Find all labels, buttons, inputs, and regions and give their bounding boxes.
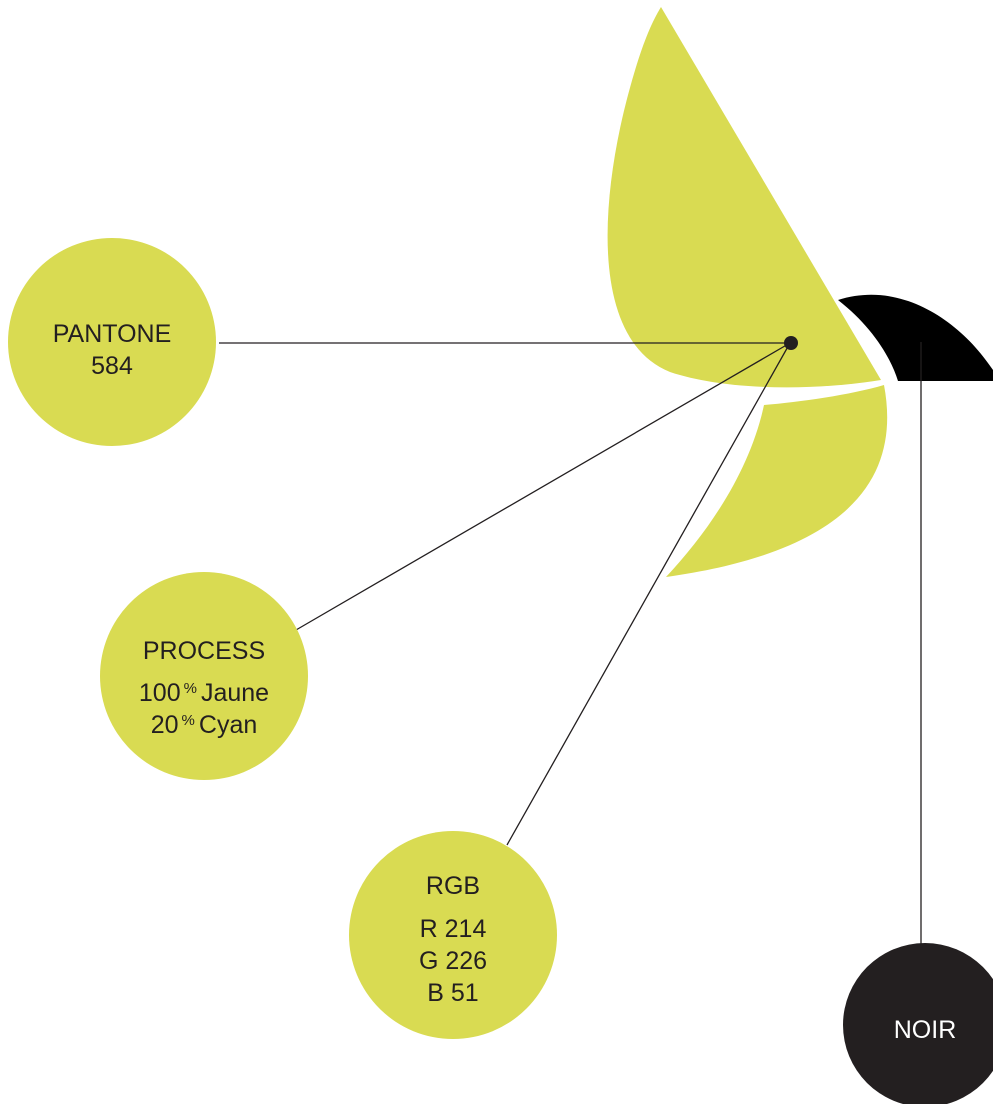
swatch-rgb-b: B 51	[427, 979, 478, 1007]
process-cyan-percent: %	[182, 712, 195, 729]
swatch-pantone: PANTONE 584	[8, 238, 216, 446]
swatch-process-circle	[100, 572, 308, 780]
logo-black-wing	[838, 294, 993, 381]
swatch-noir: NOIR	[843, 943, 993, 1104]
process-cyan-name: Cyan	[199, 711, 257, 739]
swatch-pantone-circle	[8, 238, 216, 446]
connector-line-rgb	[506, 342, 791, 846]
swatch-noir-title: NOIR	[894, 1016, 957, 1044]
process-cyan-number: 20	[151, 711, 179, 739]
connector-line-process	[295, 342, 791, 631]
swatch-pantone-title: PANTONE	[53, 320, 172, 348]
swatch-rgb: RGB R 214 G 226 B 51	[349, 831, 557, 1039]
swatch-noir-circle	[843, 943, 993, 1104]
swatch-rgb-circle	[349, 831, 557, 1039]
swatch-rgb-r: R 214	[420, 915, 487, 943]
logo-lower-sail	[666, 385, 888, 577]
logo-upper-sail	[607, 7, 881, 388]
process-jaune-name: Jaune	[201, 679, 269, 707]
swatch-process-line-cyan: 20%Cyan	[151, 711, 258, 739]
process-jaune-number: 100	[139, 679, 181, 707]
swatch-pantone-value: 584	[91, 352, 133, 380]
swatch-process-title: PROCESS	[143, 637, 265, 665]
swatch-process: PROCESS 100%Jaune 20%Cyan	[100, 572, 308, 780]
connector-hub-dot	[784, 336, 798, 350]
swatch-process-line-jaune: 100%Jaune	[139, 679, 269, 707]
swatch-rgb-title: RGB	[426, 872, 480, 900]
process-jaune-percent: %	[184, 680, 197, 697]
swatch-rgb-g: G 226	[419, 947, 487, 975]
